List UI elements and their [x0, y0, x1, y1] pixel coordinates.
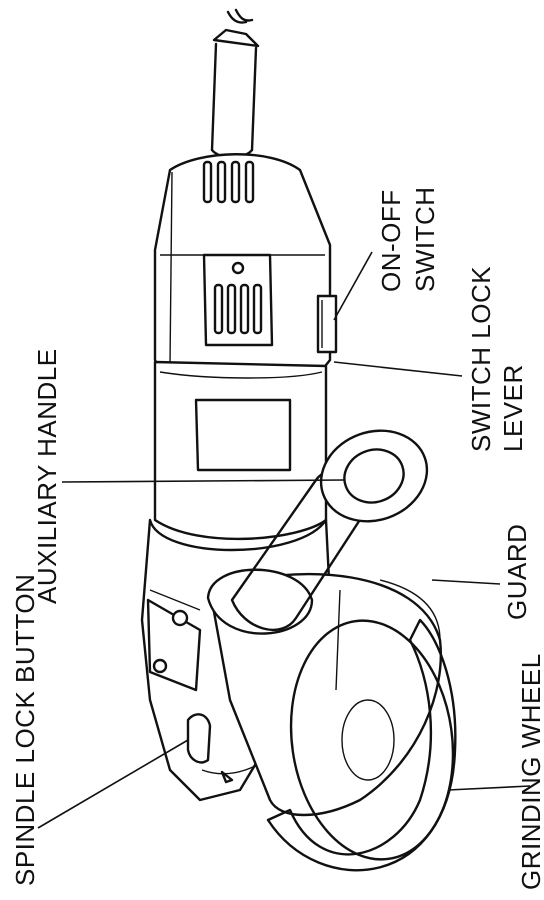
- leader-grinding-wheel: [447, 785, 531, 791]
- leader-lines: [37, 251, 531, 829]
- side-vent-plate: [202, 253, 274, 347]
- power-cord: [210, 8, 260, 159]
- motor-housing: [153, 153, 338, 372]
- leader-auxiliary-handle: [61, 479, 345, 483]
- leader-on-off-switch: [333, 251, 373, 321]
- label-switch-lock-lever-line2: LEVER: [498, 364, 528, 452]
- label-guard: GUARD: [502, 524, 532, 620]
- label-spindle-lock-button: SPINDLE LOCK BUTTON: [10, 574, 40, 886]
- top-vents: [202, 160, 255, 204]
- label-grinding-wheel: GRINDING WHEEL: [516, 653, 544, 890]
- grinding-wheel: [266, 618, 457, 872]
- leader-guard: [431, 579, 501, 585]
- auxiliary-handle: [206, 429, 429, 635]
- on-off-switch: [316, 294, 338, 354]
- label-auxiliary-handle: AUXILIARY HANDLE: [32, 348, 62, 604]
- leader-switch-lock-lever: [333, 361, 463, 377]
- spindle-lock-button: [186, 713, 212, 764]
- body-grip: [153, 360, 328, 541]
- front-screw: [171, 609, 189, 627]
- label-on-off-switch-line2: SWITCH: [410, 186, 440, 292]
- label-on-off-switch-line1: ON-OFF: [376, 189, 406, 292]
- label-switch-lock-lever-line1: SWITCH LOCK: [466, 266, 496, 452]
- leader-spindle-lock: [37, 739, 189, 829]
